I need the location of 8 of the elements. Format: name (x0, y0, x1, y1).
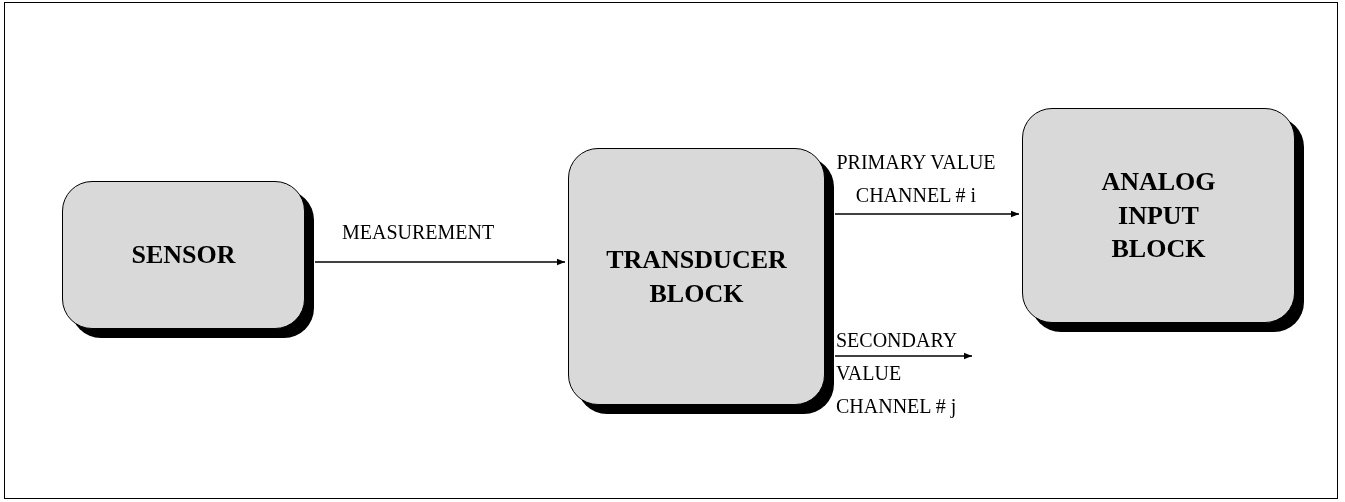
box-label: ANALOG INPUT BLOCK (1100, 165, 1217, 266)
box-label: TRANSDUCER BLOCK (605, 243, 788, 310)
box-label: SENSOR (130, 239, 237, 272)
arrow (834, 210, 1020, 218)
edge-label: MEASUREMENT (342, 221, 496, 243)
edge-label: SECONDARY VALUE CHANNEL # j (836, 328, 958, 420)
arrow (834, 352, 973, 360)
edge-label: PRIMARY VALUE CHANNEL # i (836, 150, 996, 208)
